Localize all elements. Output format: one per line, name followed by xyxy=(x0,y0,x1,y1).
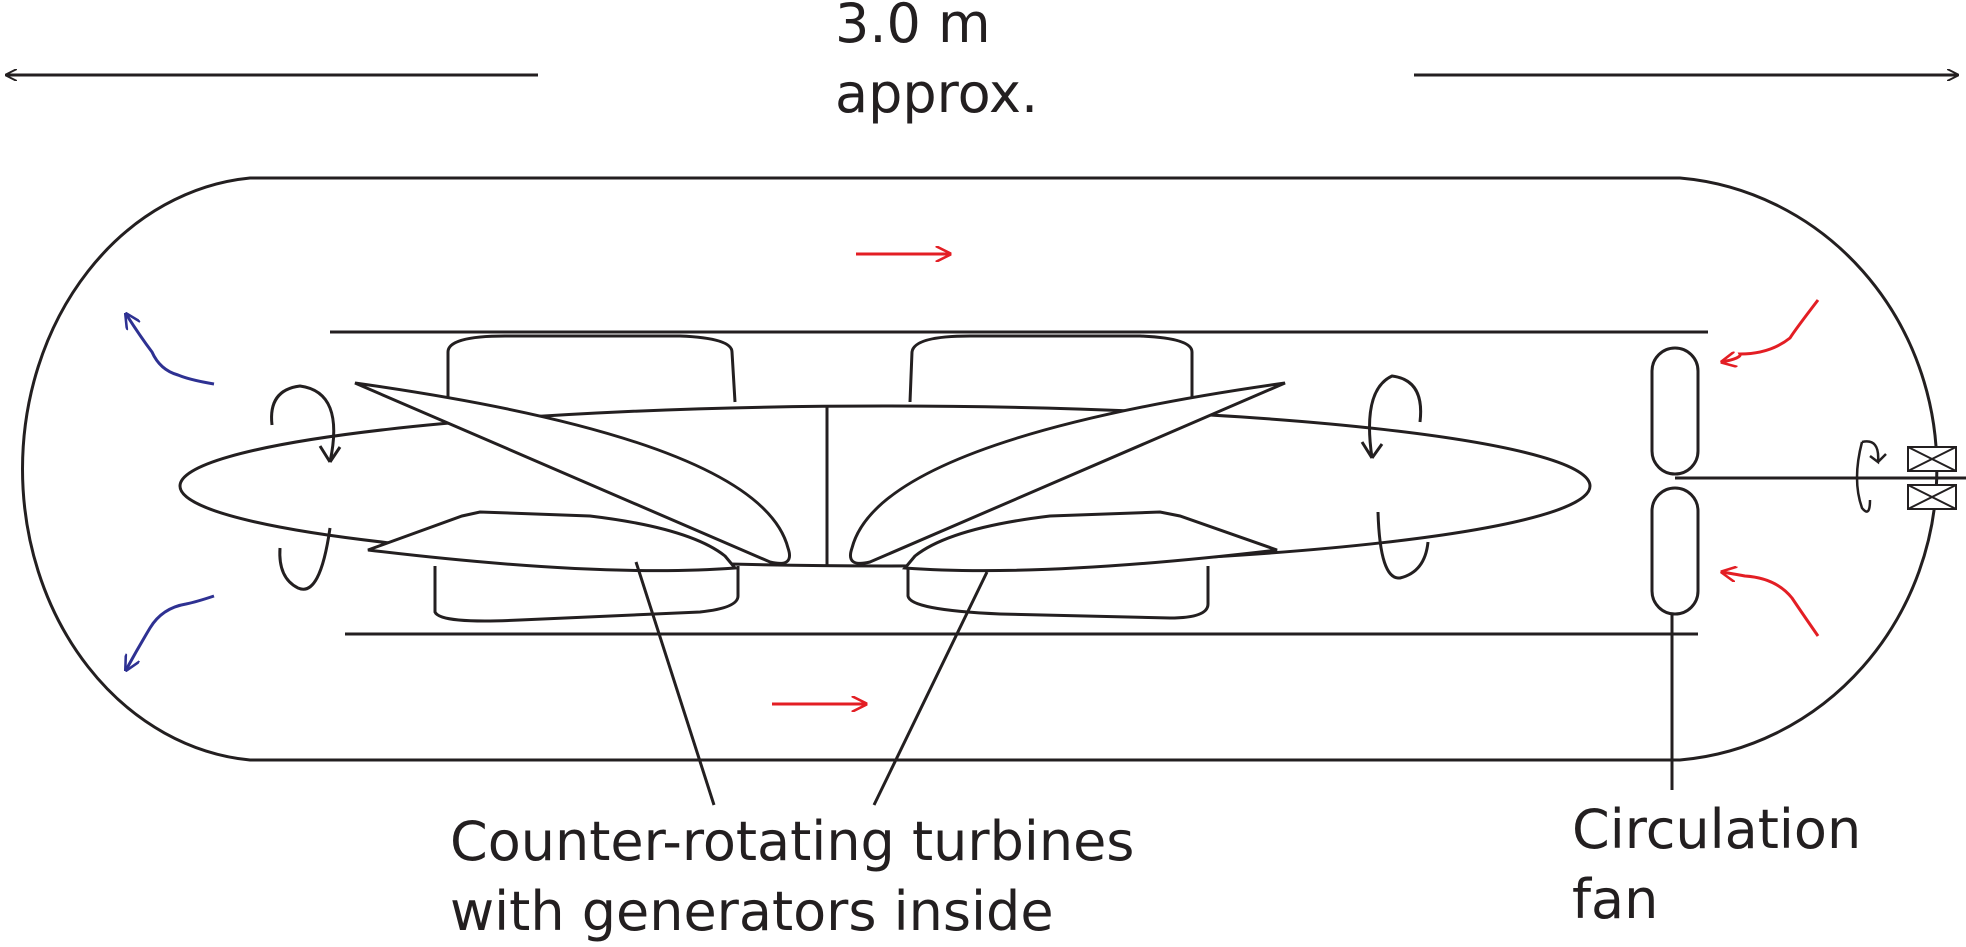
circulation-fan xyxy=(1650,346,1966,616)
right-turbine xyxy=(849,334,1286,620)
left-blade-lower xyxy=(367,510,739,573)
turbine-hub-body xyxy=(178,404,1592,568)
rotation-arrow-left xyxy=(270,384,342,591)
fan-blade-upper xyxy=(1650,346,1700,476)
right-generator-top xyxy=(908,334,1194,403)
left-generator-bottom xyxy=(433,566,740,623)
rotation-arrow-right xyxy=(1360,374,1430,580)
turbines-label-line2: with generators inside xyxy=(450,880,1054,943)
right-blade-upper xyxy=(849,381,1286,565)
left-generator-top xyxy=(446,334,737,403)
left-turbine xyxy=(354,334,791,623)
flow-arrow-outlet-upper xyxy=(126,314,215,386)
flow-arrow-outlet-lower xyxy=(126,594,215,670)
leader-line-left-turbine xyxy=(634,561,716,806)
left-blade-upper xyxy=(354,381,791,565)
leader-line-right-turbine xyxy=(872,571,989,806)
right-generator-bottom xyxy=(906,566,1210,620)
fan-label-line2: fan xyxy=(1572,868,1658,931)
fan-rotation-arrow xyxy=(1855,440,1887,513)
dimension-label-value: 3.0 m xyxy=(835,0,991,55)
dimension-label-approx: approx. xyxy=(835,62,1038,125)
turbines-label-line1: Counter-rotating turbines xyxy=(450,810,1134,873)
flow-arrow-inlet-lower xyxy=(1722,572,1820,637)
fan-bearing-icon xyxy=(1907,446,1957,510)
fan-blade-lower xyxy=(1650,486,1700,616)
flow-arrow-inlet-upper xyxy=(1722,299,1820,362)
fan-label-line1: Circulation xyxy=(1572,798,1861,861)
right-blade-lower xyxy=(901,510,1278,573)
outer-loop xyxy=(21,176,1939,762)
